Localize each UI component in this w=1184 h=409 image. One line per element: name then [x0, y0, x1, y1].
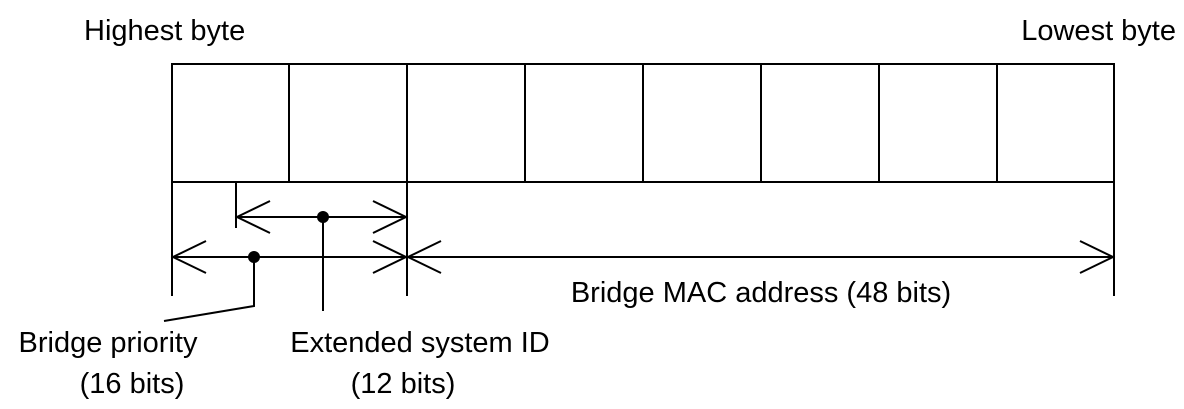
extended-id-leader: [317, 211, 329, 311]
bridge-priority-arrow: [170, 240, 409, 274]
lowest-byte-label: Lowest byte: [1021, 15, 1176, 47]
bridge-priority-leader: [163, 251, 260, 322]
highest-byte-label: Highest byte: [84, 15, 245, 47]
bridge-priority-label: Bridge priority: [19, 327, 198, 359]
mac-address-label: Bridge MAC address (48 bits): [571, 277, 951, 309]
mac-address-arrow: [405, 240, 1116, 274]
extended-id-label: Extended system ID: [290, 327, 550, 359]
arrowhead-left: [234, 200, 271, 234]
arrowhead-right: [372, 200, 409, 234]
arrowhead-left: [405, 240, 442, 274]
bridge-priority-bits-label: (16 bits): [80, 368, 185, 400]
arrowhead-right: [1079, 240, 1116, 274]
arrowhead-left: [170, 240, 207, 274]
extended-id-bits-label: (12 bits): [351, 368, 456, 400]
byte-row: [171, 63, 1115, 183]
